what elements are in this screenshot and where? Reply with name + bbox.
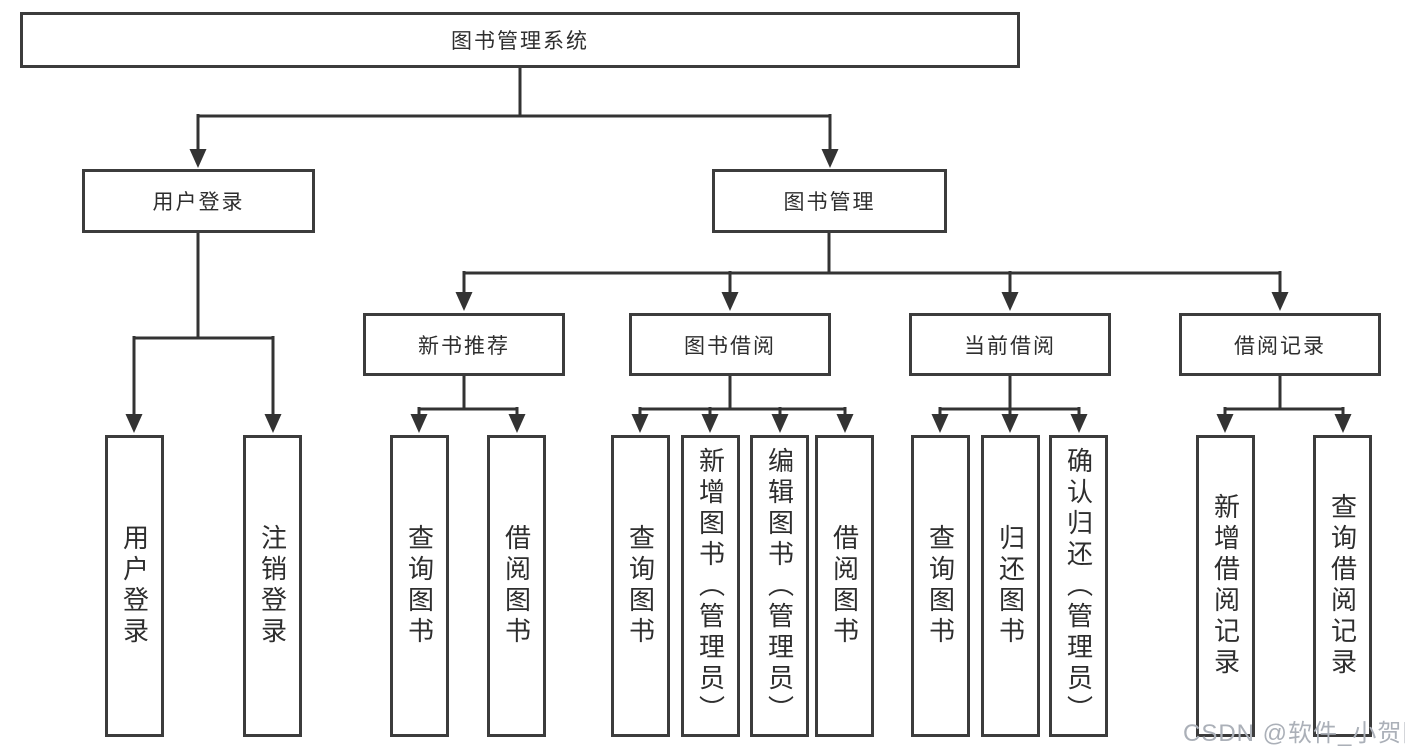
connector-root xyxy=(196,68,832,150)
leaf-user-login: 用户登录 xyxy=(105,435,164,737)
node-book-management: 图书管理 xyxy=(712,169,947,233)
node-label: 新书推荐 xyxy=(418,334,510,358)
leaf-confirm-return-admin: 确认归还（管理员） xyxy=(1049,435,1108,737)
leaf-label: 查询借阅记录 xyxy=(1327,493,1358,679)
leaf-label: 新增图书（管理员） xyxy=(695,446,726,726)
arrowheads xyxy=(125,149,1352,433)
node-book-borrowing: 图书借阅 xyxy=(629,313,831,376)
node-label: 用户登录 xyxy=(152,191,245,214)
connector-borrowing-records xyxy=(1223,376,1345,416)
node-new-book-recommendation: 新书推荐 xyxy=(363,313,565,376)
node-label: 借阅记录 xyxy=(1234,334,1326,358)
node-borrowing-records: 借阅记录 xyxy=(1179,313,1381,376)
leaf-label: 归还图书 xyxy=(995,524,1026,648)
leaf-label: 编辑图书（管理员） xyxy=(764,446,795,726)
node-label: 图书管理系统 xyxy=(451,30,589,53)
leaf-label: 查询图书 xyxy=(625,524,656,648)
connector-book-management xyxy=(462,233,1282,293)
leaf-edit-book-admin: 编辑图书（管理员） xyxy=(750,435,809,737)
leaf-label: 借阅图书 xyxy=(501,524,532,648)
node-library-management-system: 图书管理系统 xyxy=(20,12,1020,68)
leaf-query-books-1: 查询图书 xyxy=(390,435,449,737)
connector-user-login xyxy=(132,233,275,416)
node-label: 图书借阅 xyxy=(684,334,776,358)
leaf-label: 确认归还（管理员） xyxy=(1063,446,1094,726)
leaf-borrow-books-2: 借阅图书 xyxy=(815,435,874,737)
leaf-label: 用户登录 xyxy=(119,524,150,648)
connector-new-book xyxy=(417,376,519,416)
leaf-query-books-2: 查询图书 xyxy=(611,435,670,737)
node-label: 图书管理 xyxy=(783,191,876,214)
leaf-label: 查询图书 xyxy=(404,524,435,648)
leaf-query-borrow-record: 查询借阅记录 xyxy=(1313,435,1372,737)
watermark: CSDN @软件_小贺同学 xyxy=(1183,720,1405,747)
connector-current-borrowing xyxy=(938,376,1081,416)
leaf-logout: 注销登录 xyxy=(243,435,302,737)
leaf-borrow-books-1: 借阅图书 xyxy=(487,435,546,737)
node-current-borrowing: 当前借阅 xyxy=(909,313,1111,376)
leaf-label: 查询图书 xyxy=(925,524,956,648)
connector-book-borrowing xyxy=(638,376,847,416)
node-user-login: 用户登录 xyxy=(82,169,315,233)
leaf-query-books-3: 查询图书 xyxy=(911,435,970,737)
leaf-label: 注销登录 xyxy=(257,524,288,648)
node-label: 当前借阅 xyxy=(964,334,1056,358)
leaf-return-books: 归还图书 xyxy=(981,435,1040,737)
leaf-label: 借阅图书 xyxy=(829,524,860,648)
leaf-label: 新增借阅记录 xyxy=(1210,493,1241,679)
leaf-add-borrow-record: 新增借阅记录 xyxy=(1196,435,1255,737)
leaf-add-book-admin: 新增图书（管理员） xyxy=(681,435,740,737)
